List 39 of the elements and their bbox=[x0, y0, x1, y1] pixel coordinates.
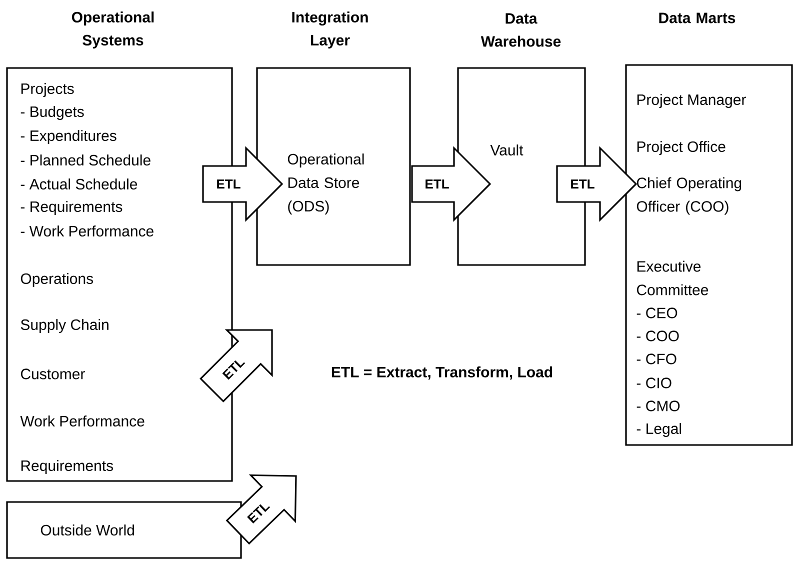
node-label: - CIO bbox=[636, 378, 672, 388]
node-label: - Legal bbox=[636, 423, 682, 437]
edge-label: ETL bbox=[571, 180, 594, 188]
note-text: ETL = Extract, Transform, Load bbox=[332, 366, 552, 380]
node-label: - Actual Schedule bbox=[20, 178, 138, 190]
edge-label: ETL bbox=[217, 180, 240, 188]
node-label: Executive Committee bbox=[636, 260, 708, 296]
block-arrow bbox=[411, 146, 492, 222]
edge-label: ETL bbox=[247, 504, 270, 524]
node-label: - Expenditures bbox=[20, 130, 116, 144]
node-label: Requirements bbox=[21, 460, 114, 474]
block-arrow bbox=[200, 329, 273, 402]
node-label: Projects bbox=[21, 83, 74, 97]
system-box: Operational Data Store (ODS) bbox=[256, 67, 411, 266]
column-heading: Integration Layer bbox=[292, 12, 368, 48]
block-arrow bbox=[556, 146, 638, 222]
node-label: Customer bbox=[20, 368, 85, 380]
node-label: Project Office bbox=[637, 141, 726, 155]
node-label: Work Performance bbox=[20, 415, 144, 426]
column-heading: Data Marts bbox=[659, 12, 736, 24]
node-label: - Planned Schedule bbox=[20, 154, 150, 166]
node-label: - Work Performance bbox=[20, 225, 154, 236]
node-label: Supply Chain bbox=[20, 319, 108, 333]
system-box: Project Manager Project Office Chief Operating Officer (COO) Executive Committee - CEO - COO - CFO - CIO - CMO - Legal bbox=[625, 64, 793, 446]
column-heading: Data Warehouse bbox=[480, 13, 561, 47]
node-label: Project Manager bbox=[637, 94, 746, 108]
edge-label: ETL bbox=[222, 360, 246, 380]
node-label: - CMO bbox=[636, 400, 680, 412]
block-arrow bbox=[202, 146, 284, 222]
node-label: Chief Operating Officer (COO) bbox=[636, 177, 742, 215]
node-label: - Budgets bbox=[20, 106, 84, 120]
node-label: - CFO bbox=[636, 354, 676, 364]
node-label: - COO bbox=[636, 330, 679, 342]
node-label: Operations bbox=[20, 273, 94, 287]
node-label: - CEO bbox=[636, 308, 678, 318]
system-box: Outside World bbox=[6, 501, 242, 559]
node-label: - Requirements bbox=[20, 201, 122, 215]
column-heading: Operational Systems bbox=[72, 12, 154, 48]
edge-label: ETL bbox=[426, 180, 449, 188]
